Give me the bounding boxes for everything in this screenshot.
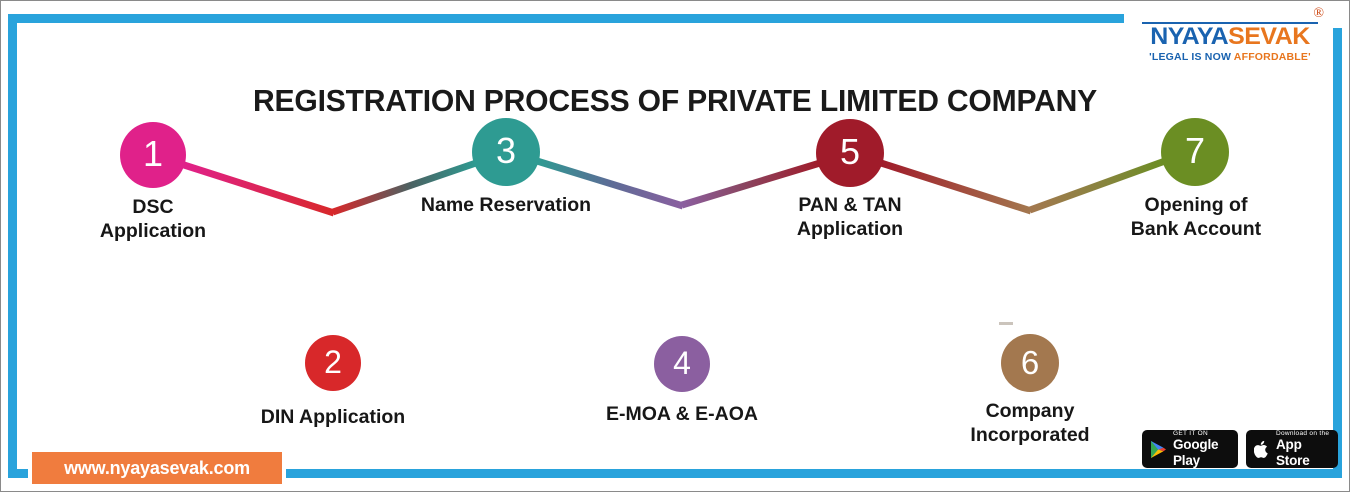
- step-label-4: E-MOA & E-AOA: [605, 403, 759, 425]
- step-node-6[interactable]: 6: [1001, 334, 1059, 392]
- app-store-small-label: Download on the: [1276, 430, 1330, 438]
- step-number-1: 1: [142, 133, 164, 174]
- step-label-1: DSC Application: [99, 196, 207, 242]
- edge-1-to-vertex: [182, 161, 336, 217]
- page-title: REGISTRATION PROCESS OF PRIVATE LIMITED …: [252, 82, 1098, 118]
- edge-5-to-vertex-2: [879, 159, 1033, 215]
- apple-icon: [1254, 440, 1270, 459]
- step-label-7: Opening of Bank Account: [1130, 194, 1262, 240]
- edge-7-to-vertex: [1028, 157, 1167, 214]
- registered-mark-icon: ®: [1313, 6, 1324, 21]
- step-label-6: Company Incorporated: [970, 400, 1090, 446]
- edge-5-to-vertex: [680, 159, 822, 209]
- website-url-text: www.nyayasevak.com: [64, 457, 250, 478]
- logo-word-sevak: SEVAK: [1228, 23, 1310, 50]
- website-url-bar[interactable]: www.nyayasevak.com: [32, 452, 282, 484]
- google-play-icon: [1150, 440, 1167, 459]
- step-label-2: DIN Application: [260, 406, 406, 428]
- step-node-3[interactable]: 3: [472, 118, 540, 186]
- step-number-6: 6: [1020, 343, 1040, 381]
- step-number-3: 3: [495, 130, 517, 171]
- logo-wordmark: NYAYASEVAK: [1128, 25, 1332, 49]
- logo-divider: [1142, 22, 1318, 24]
- app-store-big-label: App Store: [1276, 437, 1310, 468]
- step-number-5: 5: [839, 131, 861, 172]
- google-play-small-label: GET IT ON: [1173, 430, 1208, 438]
- tagline-part-2: AFFORDABLE': [1233, 51, 1311, 63]
- step-number-4: 4: [673, 345, 691, 381]
- logo-word-nyaya: NYAYA: [1150, 23, 1229, 50]
- step-number-2: 2: [324, 344, 342, 380]
- google-play-big-label: Google Play: [1173, 437, 1219, 468]
- app-store-text: Download on the App Store: [1276, 430, 1330, 467]
- step-node-2[interactable]: 2: [305, 335, 361, 391]
- logo-tagline: 'LEGAL IS NOW AFFORDABLE': [1132, 51, 1328, 63]
- edge-3-to-vertex: [331, 159, 478, 216]
- step-node-4[interactable]: 4: [654, 336, 710, 392]
- edge-3-to-vertex-2: [535, 157, 685, 210]
- step-node-1[interactable]: 1: [120, 122, 186, 188]
- blue-frame-border: [8, 14, 1342, 478]
- tagline-part-1: 'LEGAL IS NOW: [1149, 51, 1232, 63]
- step-node-7[interactable]: 7: [1161, 118, 1229, 186]
- brand-logo: ® NYAYASEVAK 'LEGAL IS NOW AFFORDABLE': [1132, 6, 1328, 63]
- google-play-badge[interactable]: GET IT ON Google Play: [1142, 430, 1238, 468]
- scan-artifact: [999, 322, 1013, 325]
- step-number-7: 7: [1184, 130, 1206, 171]
- google-play-text: GET IT ON Google Play: [1173, 430, 1230, 467]
- app-store-badge[interactable]: Download on the App Store: [1246, 430, 1338, 468]
- step-node-5[interactable]: 5: [816, 119, 884, 187]
- step-label-5: PAN & TAN Application: [796, 194, 904, 240]
- step-label-3: Name Reservation: [420, 194, 592, 216]
